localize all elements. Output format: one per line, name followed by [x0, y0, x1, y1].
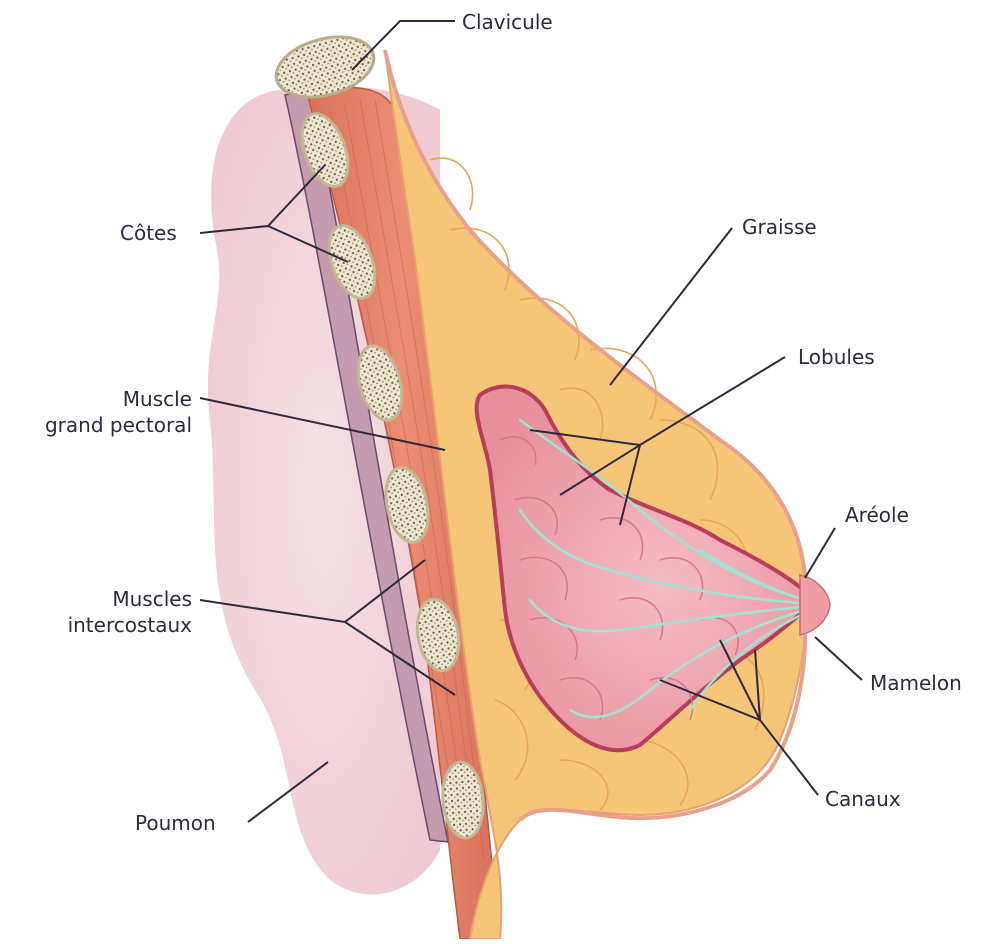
- nipple-shape: [800, 575, 830, 635]
- label-lobules: Lobules: [798, 344, 875, 370]
- label-muscle-line2: grand pectoral: [20, 412, 192, 438]
- label-poumon: Poumon: [135, 810, 216, 836]
- label-intercostaux-line2: intercostaux: [20, 612, 192, 638]
- label-clavicule: Clavicule: [462, 9, 553, 35]
- label-muscle-line1: Muscle: [20, 386, 192, 412]
- label-mamelon: Mamelon: [870, 670, 962, 696]
- label-muscles-intercostaux: Muscles intercostaux: [20, 586, 192, 638]
- label-canaux: Canaux: [825, 786, 901, 812]
- label-intercostaux-line1: Muscles: [20, 586, 192, 612]
- leader-graisse: [610, 228, 732, 385]
- label-cotes: Côtes: [120, 220, 177, 246]
- label-graisse: Graisse: [742, 214, 817, 240]
- label-muscle-grand-pectoral: Muscle grand pectoral: [20, 386, 192, 438]
- leader-mamelon: [815, 637, 862, 680]
- leader-areole: [805, 528, 835, 578]
- label-areole: Aréole: [845, 502, 909, 528]
